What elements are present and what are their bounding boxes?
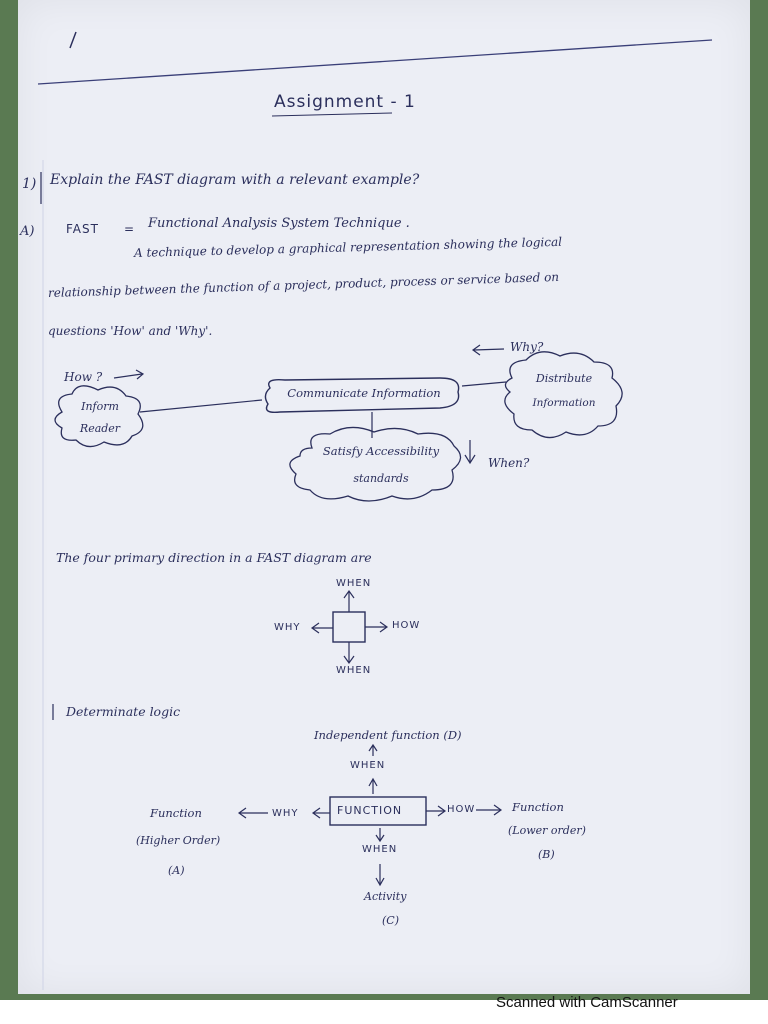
title-underline [271, 112, 393, 117]
logic-left-why: WHY [272, 808, 299, 819]
how-right-arrow-2 [493, 804, 503, 816]
left-node-line-2: Reader [79, 422, 121, 435]
center-node-label: Communicate Information [287, 386, 441, 400]
notebook-page [18, 0, 750, 994]
direction-right: HOW [392, 620, 421, 631]
paragraph-line-3: questions 'How' and 'Why'. [48, 324, 213, 338]
up-arrow-1 [368, 743, 378, 752]
inform-reader-cloud [54, 385, 144, 448]
definition-equals: = [124, 222, 135, 236]
lower-order-line-2: (Lower order) [508, 824, 586, 837]
definition-term: FAST [66, 222, 99, 236]
connector-right [461, 381, 507, 387]
lower-order-line-3: (B) [538, 848, 555, 861]
how-right-arrow-1 [437, 805, 447, 817]
function-label: FUNCTION [337, 804, 403, 817]
when-label: When? [488, 456, 530, 470]
tick-mark [69, 31, 77, 49]
logic-bottom-when: WHEN [362, 844, 398, 855]
direction-box [332, 611, 366, 643]
up-arrow-2 [368, 777, 378, 787]
higher-order-line-3: (A) [168, 864, 185, 877]
why-left-arrow-1 [311, 807, 321, 819]
activity-line-2: (C) [382, 914, 399, 927]
down-arrow-2 [375, 877, 385, 887]
bottom-node-line-1: Satisfy Accessibility [322, 444, 440, 458]
left-node-line-1: Inform [81, 400, 119, 413]
direction-top: WHEN [336, 578, 372, 589]
right-node-line-1: Distribute [535, 372, 593, 385]
how-label: How ? [64, 370, 103, 384]
independent-function: Independent function (D) [314, 728, 462, 742]
logic-right-how: HOW [447, 804, 476, 815]
why-arrow [473, 348, 505, 351]
assignment-title: Assignment - 1 [274, 92, 416, 112]
direction-left: WHY [274, 622, 301, 633]
why-label: Why? [510, 340, 544, 354]
logic-heading: Determinate logic [66, 704, 181, 719]
lower-order-line-1: Function [512, 800, 564, 814]
bottom-node-line-2: standards [353, 472, 409, 485]
directions-heading: The four primary direction in a FAST dia… [56, 550, 372, 565]
connector-left [139, 399, 263, 413]
communicate-information-box [264, 377, 460, 414]
higher-order-line-2: (Higher Order) [136, 834, 221, 847]
distribute-information-cloud [504, 351, 623, 439]
answer-label: A) [20, 224, 35, 239]
question-text: Explain the FAST diagram with a relevant… [50, 172, 420, 188]
higher-order-line-1: Function [150, 806, 202, 820]
scanner-watermark: Scanned with CamScanner [496, 994, 678, 1011]
question-number: 1) [22, 176, 37, 192]
definition-expansion: Functional Analysis System Technique . [148, 216, 410, 231]
satisfy-accessibility-cloud [289, 426, 462, 502]
how-arrow [113, 373, 143, 379]
top-rule-line [37, 39, 713, 85]
activity-line-1: Activity [364, 890, 407, 903]
why-left-arrow-2 [237, 807, 247, 819]
logic-top-when: WHEN [350, 760, 386, 771]
direction-bottom: WHEN [336, 665, 372, 676]
right-node-line-2: Information [532, 397, 596, 409]
down-arrow-1 [375, 834, 385, 843]
